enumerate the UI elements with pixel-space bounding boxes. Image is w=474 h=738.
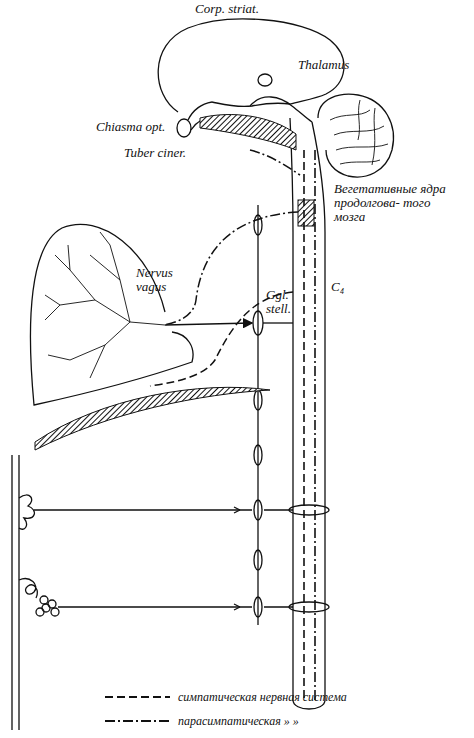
vessel <box>12 455 19 730</box>
cerebellum-folia <box>330 100 388 165</box>
ramus-loop <box>289 505 329 515</box>
legend-sample <box>105 696 170 698</box>
nerve-label: Nervus vagus <box>136 266 184 294</box>
structure-label: Вегетативные ядра продолгова- того мозга <box>334 182 446 224</box>
bronchial-tree <box>45 232 165 378</box>
legend-text: парасимпатическая » » <box>178 714 299 728</box>
adrenal-organ <box>19 495 34 529</box>
chiasma-loop <box>177 119 191 137</box>
ramus-loop <box>289 602 329 612</box>
medulla-nuclei <box>298 200 314 226</box>
spinal-cord <box>290 118 325 709</box>
ganglion-label: Ggl. stell. <box>266 288 302 316</box>
lung-outline <box>30 224 193 405</box>
diaphragm <box>35 387 270 450</box>
legend-text: симпатическая нервная система <box>178 690 347 704</box>
thalamus-nucleus <box>258 74 272 86</box>
stellate-fibre <box>165 323 252 325</box>
segment-label: C₄ <box>331 280 344 294</box>
structure-label: Corp. striat. <box>195 2 259 16</box>
hypothalamic-tract <box>250 150 300 175</box>
cerebellum-outline <box>318 94 393 177</box>
structure-label: Tuber ciner. <box>124 146 186 160</box>
hypothalamus-region <box>200 115 296 150</box>
splanchnic-fibre <box>34 509 293 510</box>
sympathetic-trunk <box>253 205 263 625</box>
sympathetic-tract <box>303 150 305 700</box>
parasympathetic-tract <box>314 150 316 700</box>
legend-sample <box>105 720 170 722</box>
structure-label: Thalamus <box>298 58 349 72</box>
structure-label: Chiasma opt. <box>96 120 165 134</box>
fibre-arrow <box>234 507 240 610</box>
renal-fibre <box>58 606 293 607</box>
organ-coil <box>19 579 37 598</box>
stellate-fibre <box>263 322 293 323</box>
